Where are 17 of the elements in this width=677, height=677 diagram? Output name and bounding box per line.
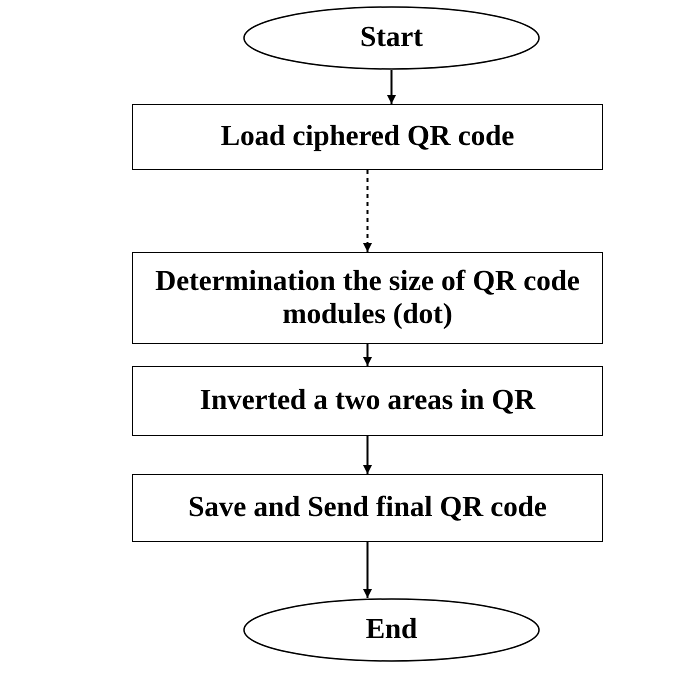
step-label: Load ciphered QR code [220, 120, 516, 154]
start-terminal [243, 6, 540, 70]
step-label: Start [359, 21, 424, 55]
process-box [132, 252, 603, 344]
step-label: Save and Send final QR code [187, 491, 548, 525]
process-box [132, 474, 603, 542]
process-box [132, 366, 603, 436]
arrow [363, 344, 372, 366]
arrow [387, 70, 396, 104]
step-label: Determination the size of QR code modules (dot) [154, 264, 581, 332]
process-box [132, 104, 603, 170]
step-label: End [364, 613, 418, 647]
step-label: Inverted a two areas in QR [198, 384, 536, 418]
arrow [363, 436, 372, 474]
arrow [363, 542, 372, 598]
arrow [363, 170, 372, 252]
end-terminal [243, 598, 540, 662]
